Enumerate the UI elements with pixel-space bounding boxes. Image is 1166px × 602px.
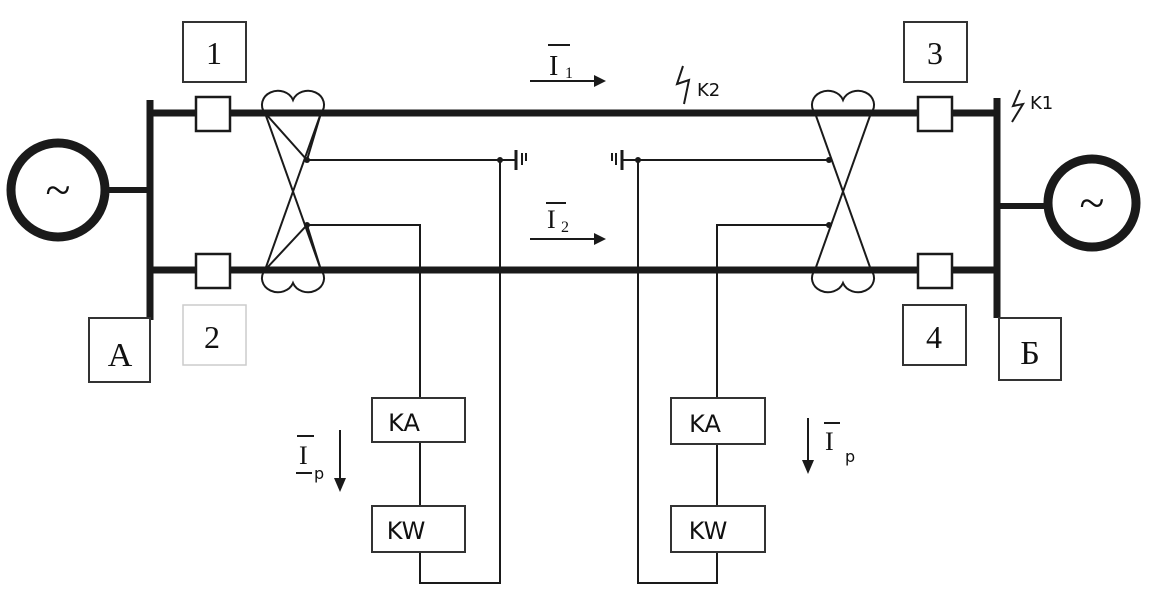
breaker-3 <box>916 95 954 133</box>
breaker-2-label: 2 <box>204 319 220 355</box>
breaker-1 <box>194 95 232 133</box>
ct-left-cross-2 <box>264 112 322 271</box>
current-i1: I 1 <box>530 44 606 87</box>
current-transformer-left-1 <box>260 89 326 114</box>
current-i2-label: I <box>547 205 556 234</box>
fault-k1: K1 <box>1011 89 1053 123</box>
ct-left-node-top <box>304 157 310 163</box>
ct-right-secondary-loop <box>637 159 829 584</box>
relay-kw-right-box <box>670 505 766 553</box>
ct-left-node-bottom <box>304 222 310 228</box>
relay-kw-left-box <box>371 505 466 553</box>
fault-k2-label: K2 <box>697 80 720 101</box>
ct-right-node-top <box>826 157 832 163</box>
bus-a-label-box <box>88 317 151 383</box>
current-ip-left-label: I <box>299 441 308 470</box>
current-transformer-left-2 <box>260 269 326 294</box>
ct-right-node-bottom <box>826 222 832 228</box>
voltage-transformer-right <box>611 150 638 170</box>
ct-right-cross-2 <box>814 112 872 271</box>
voltage-transformer-left <box>500 150 527 170</box>
breaker-3-label-box <box>903 21 968 83</box>
current-transformer-right-2 <box>810 269 876 294</box>
relay-kw-right-label: KW <box>689 517 728 545</box>
fault-k2: K2 <box>675 65 720 105</box>
current-ip-left: I p <box>296 430 346 492</box>
breaker-1-label-box <box>182 21 247 83</box>
generator-right-symbol: ~ <box>1080 177 1105 228</box>
generator-left: ~ <box>6 138 110 242</box>
current-i1-subscript: 1 <box>565 65 573 82</box>
relay-ka-left-box <box>371 397 466 443</box>
breaker-4 <box>916 252 954 290</box>
bus-b-label: Б <box>1020 335 1040 372</box>
current-i2-subscript: 2 <box>561 219 569 236</box>
relay-ka-right-label: KA <box>689 410 721 438</box>
lightning-icon <box>675 65 691 105</box>
bus-a-label: А <box>108 337 133 374</box>
breaker-3-label: 3 <box>927 35 943 71</box>
generator-right: ~ <box>1043 154 1141 252</box>
current-i2: I 2 <box>530 202 606 245</box>
breaker-4-label-box <box>902 304 967 366</box>
generator-left-symbol: ~ <box>46 164 71 215</box>
breaker-1-label: 1 <box>206 35 222 71</box>
current-ip-right: I p <box>802 418 855 474</box>
breaker-2 <box>194 252 232 290</box>
relay-kw-left-label: KW <box>387 517 426 545</box>
relay-ka-right-box <box>670 397 766 445</box>
ct-left-secondary-loop <box>264 112 501 584</box>
current-ip-left-subscript: p <box>314 464 324 483</box>
fault-k1-label: K1 <box>1030 93 1053 114</box>
breaker-2-label-box <box>182 304 247 366</box>
lightning-icon <box>1011 89 1026 123</box>
current-i1-label: I <box>549 51 558 82</box>
bus-b-label-box <box>998 317 1062 381</box>
current-ip-right-subscript: p <box>845 447 855 466</box>
breaker-4-label: 4 <box>926 319 942 355</box>
relay-ka-left-label: KA <box>388 409 420 437</box>
current-transformer-right-1 <box>810 89 876 114</box>
current-ip-right-label: I <box>825 427 834 456</box>
